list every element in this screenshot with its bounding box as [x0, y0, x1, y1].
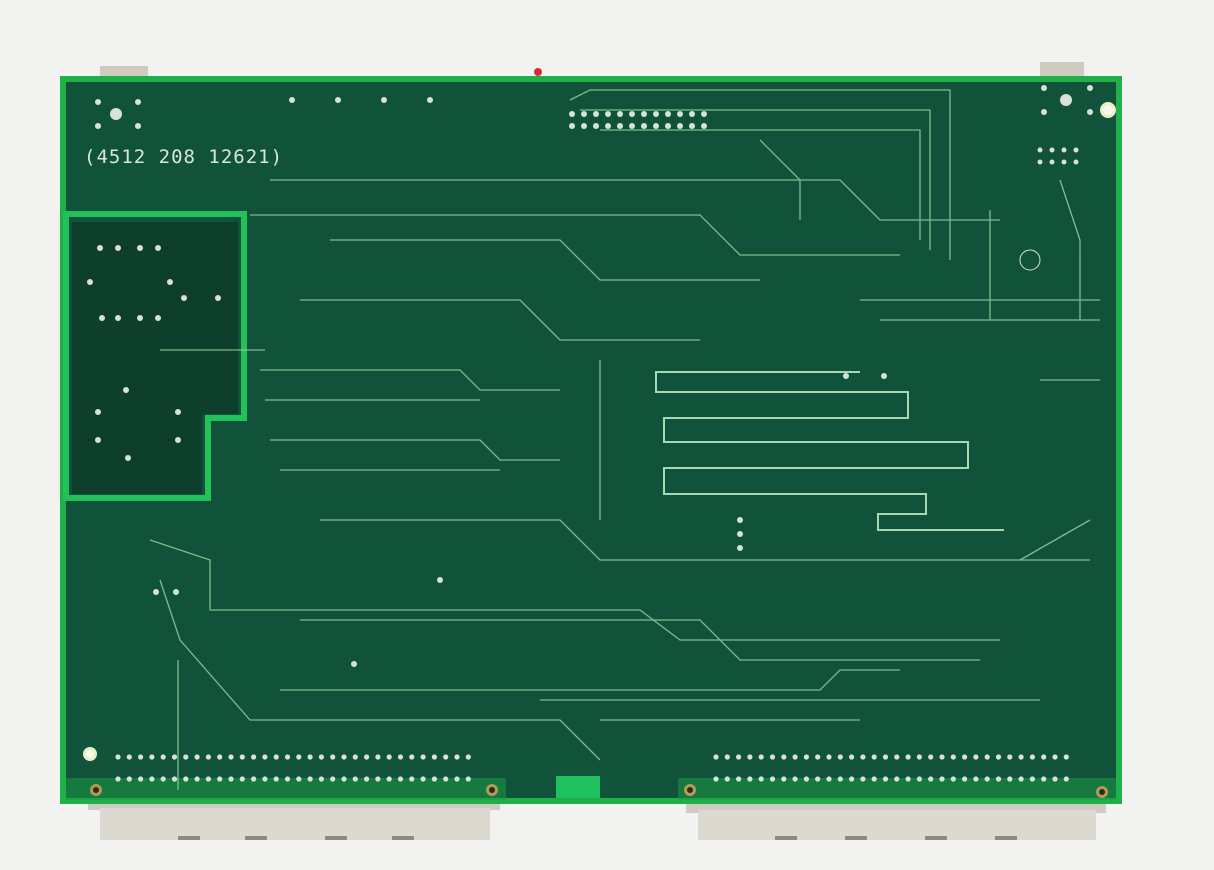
led [534, 68, 542, 76]
top-bracket-right [1040, 62, 1084, 78]
circuit-board [60, 76, 1122, 804]
connector-pins [115, 754, 1069, 782]
mounting-holes [83, 102, 1116, 798]
edge-connector-left [88, 800, 500, 840]
edge-connector-right [686, 803, 1106, 840]
part-number-label: (4512 208 12621) [84, 146, 284, 168]
